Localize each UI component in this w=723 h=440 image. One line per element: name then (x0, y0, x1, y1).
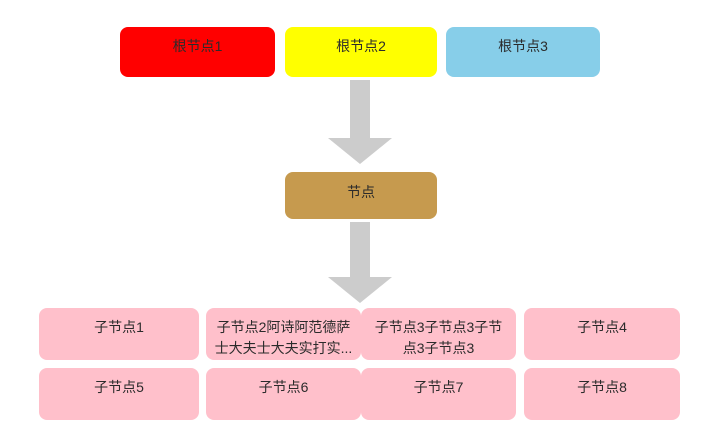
arrow-down-icon-root-to-mid (328, 80, 392, 170)
root-node-1[interactable]: 根节点1 (120, 27, 275, 77)
root-node-2[interactable]: 根节点2 (285, 27, 437, 77)
child-node-3[interactable]: 子节点3子节点3子节点3子节点3 (361, 308, 516, 360)
mid-node[interactable]: 节点 (285, 172, 437, 219)
root-node-3[interactable]: 根节点3 (446, 27, 600, 77)
arrow-head (328, 277, 392, 303)
arrow-down-icon-mid-to-children (328, 222, 392, 308)
child-node-8[interactable]: 子节点8 (524, 368, 680, 420)
arrow-head (328, 138, 392, 164)
child-node-6[interactable]: 子节点6 (206, 368, 361, 420)
child-node-7[interactable]: 子节点7 (361, 368, 516, 420)
child-node-5[interactable]: 子节点5 (39, 368, 199, 420)
child-node-1[interactable]: 子节点1 (39, 308, 199, 360)
arrow-stem (350, 222, 370, 277)
child-node-4[interactable]: 子节点4 (524, 308, 680, 360)
arrow-stem (350, 80, 370, 138)
child-node-2[interactable]: 子节点2阿诗阿范德萨士大夫士大夫实打实... (206, 308, 361, 360)
